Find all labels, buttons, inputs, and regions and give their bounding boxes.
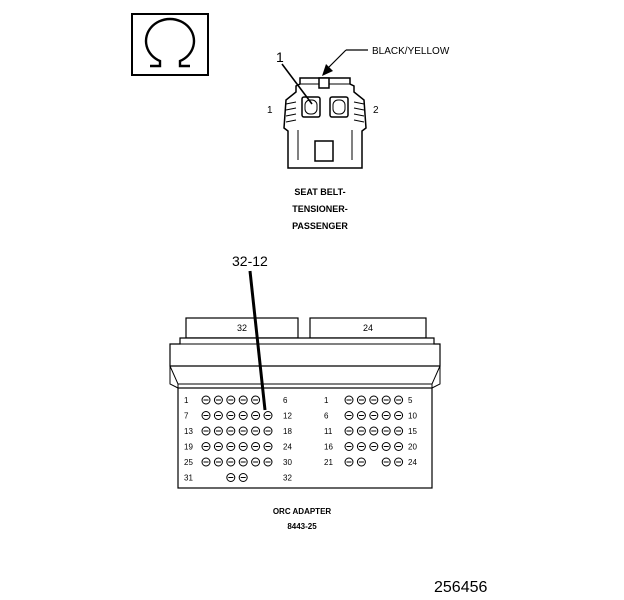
left-row-start-label: 1: [184, 396, 189, 405]
left-row-start-label: 13: [184, 427, 193, 436]
connector-name-line-3: PASSENGER: [292, 221, 348, 231]
callout-1: 1: [276, 49, 284, 65]
latch: [314, 140, 334, 162]
left-row-end-label: 30: [283, 458, 292, 467]
connector-body: [283, 77, 367, 169]
pin-label-left: 1: [267, 105, 273, 116]
adapter-name: ORC ADAPTER: [273, 507, 332, 516]
right-row-end-label: 15: [408, 427, 417, 436]
right-row-end-label: 20: [408, 443, 417, 452]
wire-marker: [318, 77, 330, 89]
right-row-start-label: 21: [324, 458, 333, 467]
left-row-end-label: 18: [283, 427, 292, 436]
figure-number: 256456: [434, 579, 487, 596]
left-row-start-label: 25: [184, 458, 193, 467]
left-row-end-label: 32: [283, 474, 292, 483]
left-row-start-label: 19: [184, 443, 193, 452]
connector-name-line-2: TENSIONER-: [292, 204, 348, 214]
connector-face: [177, 387, 433, 489]
left-row-start-label: 31: [184, 474, 193, 483]
ohm-symbol-icon: [131, 13, 209, 76]
right-row-start-label: 16: [324, 443, 333, 452]
connector-name-line-1: SEAT BELT-: [294, 187, 345, 197]
right-row-start-label: 1: [324, 396, 329, 405]
tab-left-label: 32: [237, 323, 247, 333]
part-number: 8443-25: [287, 522, 317, 531]
left-row-start-label: 7: [184, 412, 189, 421]
right-row-end-label: 10: [408, 412, 417, 421]
pin-grid-left: 1 6 7 12 13 18 19 24 25 30 31 32: [184, 395, 292, 483]
right-row-start-label: 6: [324, 412, 329, 421]
left-row-end-label: 12: [283, 412, 292, 421]
orc-adapter-connector: [169, 317, 441, 489]
tab-right-label: 24: [363, 323, 373, 333]
left-row-end-label: 24: [283, 443, 292, 452]
right-row-start-label: 11: [324, 427, 333, 436]
right-row-end-label: 24: [408, 458, 417, 467]
wire-color-label: BLACK/YELLOW: [372, 46, 450, 57]
left-row-end-label: 6: [283, 396, 288, 405]
callout-32-12: 32-12: [232, 253, 268, 269]
pin-cavity-2: [329, 96, 349, 118]
pin-label-right: 2: [373, 105, 379, 116]
pin-cavity-1: [301, 96, 321, 118]
right-row-end-label: 5: [408, 396, 413, 405]
seat-belt-tensioner-connector: [283, 77, 367, 169]
